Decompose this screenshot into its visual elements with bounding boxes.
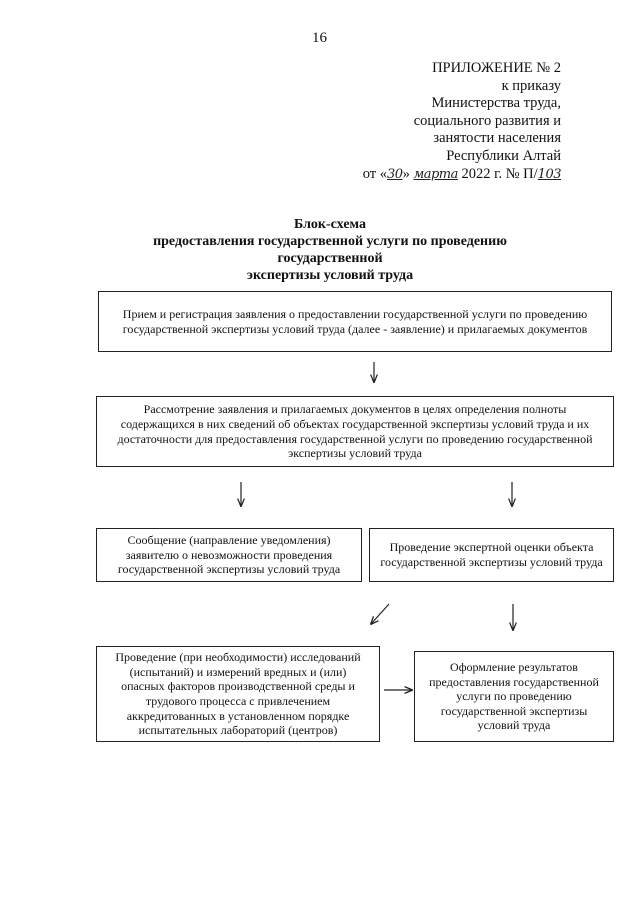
appendix-date-line: от «30» марта 2022 г. № П/103	[301, 165, 562, 184]
date-mid: »	[402, 165, 414, 182]
page-number: 16	[312, 30, 327, 46]
appendix-ministry-line: Министерства труда,	[431, 95, 561, 112]
step-expert-assessment-box: Проведение экспертной оценки объекта гос…	[369, 528, 614, 582]
title-line: Блок-схема	[294, 217, 366, 232]
date-prefix: от «	[362, 165, 388, 182]
step-research-box: Проведение (при необходимости) исследова…	[96, 646, 380, 742]
date-suffix: 2022 г. № П/	[457, 165, 538, 182]
document-title: Блок-схема предоставления государственно…	[80, 216, 580, 284]
step-results-box: Оформление результатов предоставления го…	[414, 651, 614, 742]
appendix-region-line: Республики Алтай	[446, 147, 561, 164]
handwritten-day: 30	[387, 166, 403, 182]
step-notification-box: Сообщение (направление уведомления) заяв…	[96, 528, 362, 582]
handwritten-month: марта	[413, 166, 458, 182]
title-line: экспертизы условий труда	[246, 268, 414, 283]
step-reception-box: Прием и регистрация заявления о предоста…	[98, 291, 612, 352]
appendix-ministry-line: социального развития и	[413, 112, 561, 129]
step-review-box: Рассмотрение заявления и прилагаемых док…	[96, 396, 614, 467]
title-line: государственной	[277, 251, 383, 266]
appendix-order-line: к приказу	[501, 77, 561, 94]
arrow-diagonal-icon	[371, 603, 390, 624]
appendix-ministry-line: занятости населения	[433, 130, 561, 147]
appendix-title: ПРИЛОЖЕНИЕ № 2	[432, 60, 561, 76]
handwritten-number: 103	[537, 166, 562, 182]
appendix-header: ПРИЛОЖЕНИЕ № 2 к приказу Министерства тр…	[301, 60, 562, 184]
title-line: предоставления государственной услуги по…	[153, 234, 507, 249]
